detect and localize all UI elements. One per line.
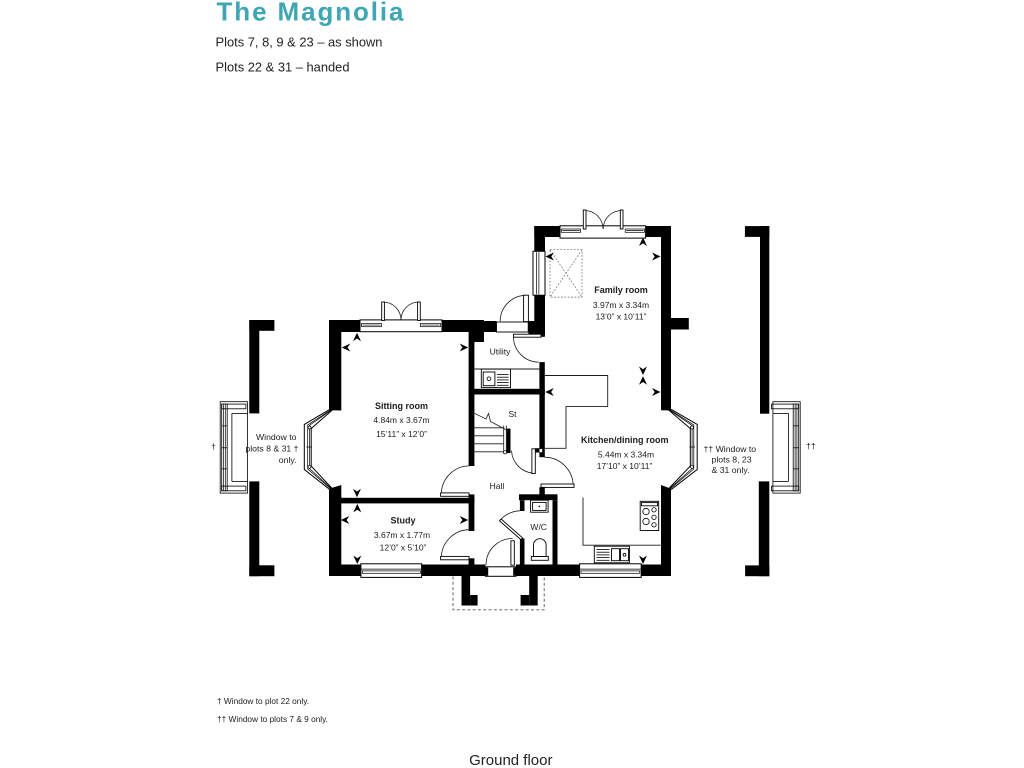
svg-text:3.97m x 3.34m: 3.97m x 3.34m xyxy=(593,300,649,310)
svg-text:Sitting room: Sitting room xyxy=(375,401,428,411)
svg-text:5.44m x 3.34m: 5.44m x 3.34m xyxy=(598,450,654,460)
svg-text:Kitchen/dining room: Kitchen/dining room xyxy=(581,435,669,445)
svg-text:Hall: Hall xyxy=(490,481,505,491)
svg-text:3.67m x 1.77m: 3.67m x 1.77m xyxy=(374,530,430,540)
svg-text:plots 8, 23: plots 8, 23 xyxy=(712,455,752,465)
svg-text:13’0” x 10’11”: 13’0” x 10’11” xyxy=(596,312,647,322)
svg-text:plots 8 & 31 †: plots 8 & 31 † xyxy=(245,444,298,454)
svg-text:Window to: Window to xyxy=(256,432,297,442)
svg-text:15’11” x 12’0”: 15’11” x 12’0” xyxy=(376,429,427,439)
svg-text:Plots 22 & 31 – handed: Plots 22 & 31 – handed xyxy=(216,60,350,75)
svg-text:only.: only. xyxy=(279,455,297,465)
svg-text:††: †† xyxy=(806,441,816,451)
svg-text:12’0” x 5’10”: 12’0” x 5’10” xyxy=(380,543,427,553)
svg-text:† Window to plot 22 only.: † Window to plot 22 only. xyxy=(217,696,309,706)
svg-text:Utility: Utility xyxy=(490,347,512,357)
svg-text:Study: Study xyxy=(390,516,415,526)
svg-text:& 31 only.: & 31 only. xyxy=(712,465,750,475)
svg-text:The Magnolia: The Magnolia xyxy=(217,0,406,27)
svg-text:St: St xyxy=(508,409,517,419)
svg-text:†† Window to plots 7 & 9 only.: †† Window to plots 7 & 9 only. xyxy=(217,714,328,724)
svg-text:Plots 7, 8, 9 & 23 – as shown: Plots 7, 8, 9 & 23 – as shown xyxy=(216,34,383,49)
svg-text:4.84m x 3.67m: 4.84m x 3.67m xyxy=(373,415,429,425)
svg-text:†† Window to: †† Window to xyxy=(704,444,757,454)
svg-text:17’10” x 10’11”: 17’10” x 10’11” xyxy=(597,461,653,471)
svg-text:†: † xyxy=(211,442,216,452)
svg-text:Family room: Family room xyxy=(594,285,648,295)
svg-text:W/C: W/C xyxy=(530,522,547,532)
svg-text:Ground floor: Ground floor xyxy=(469,752,552,768)
